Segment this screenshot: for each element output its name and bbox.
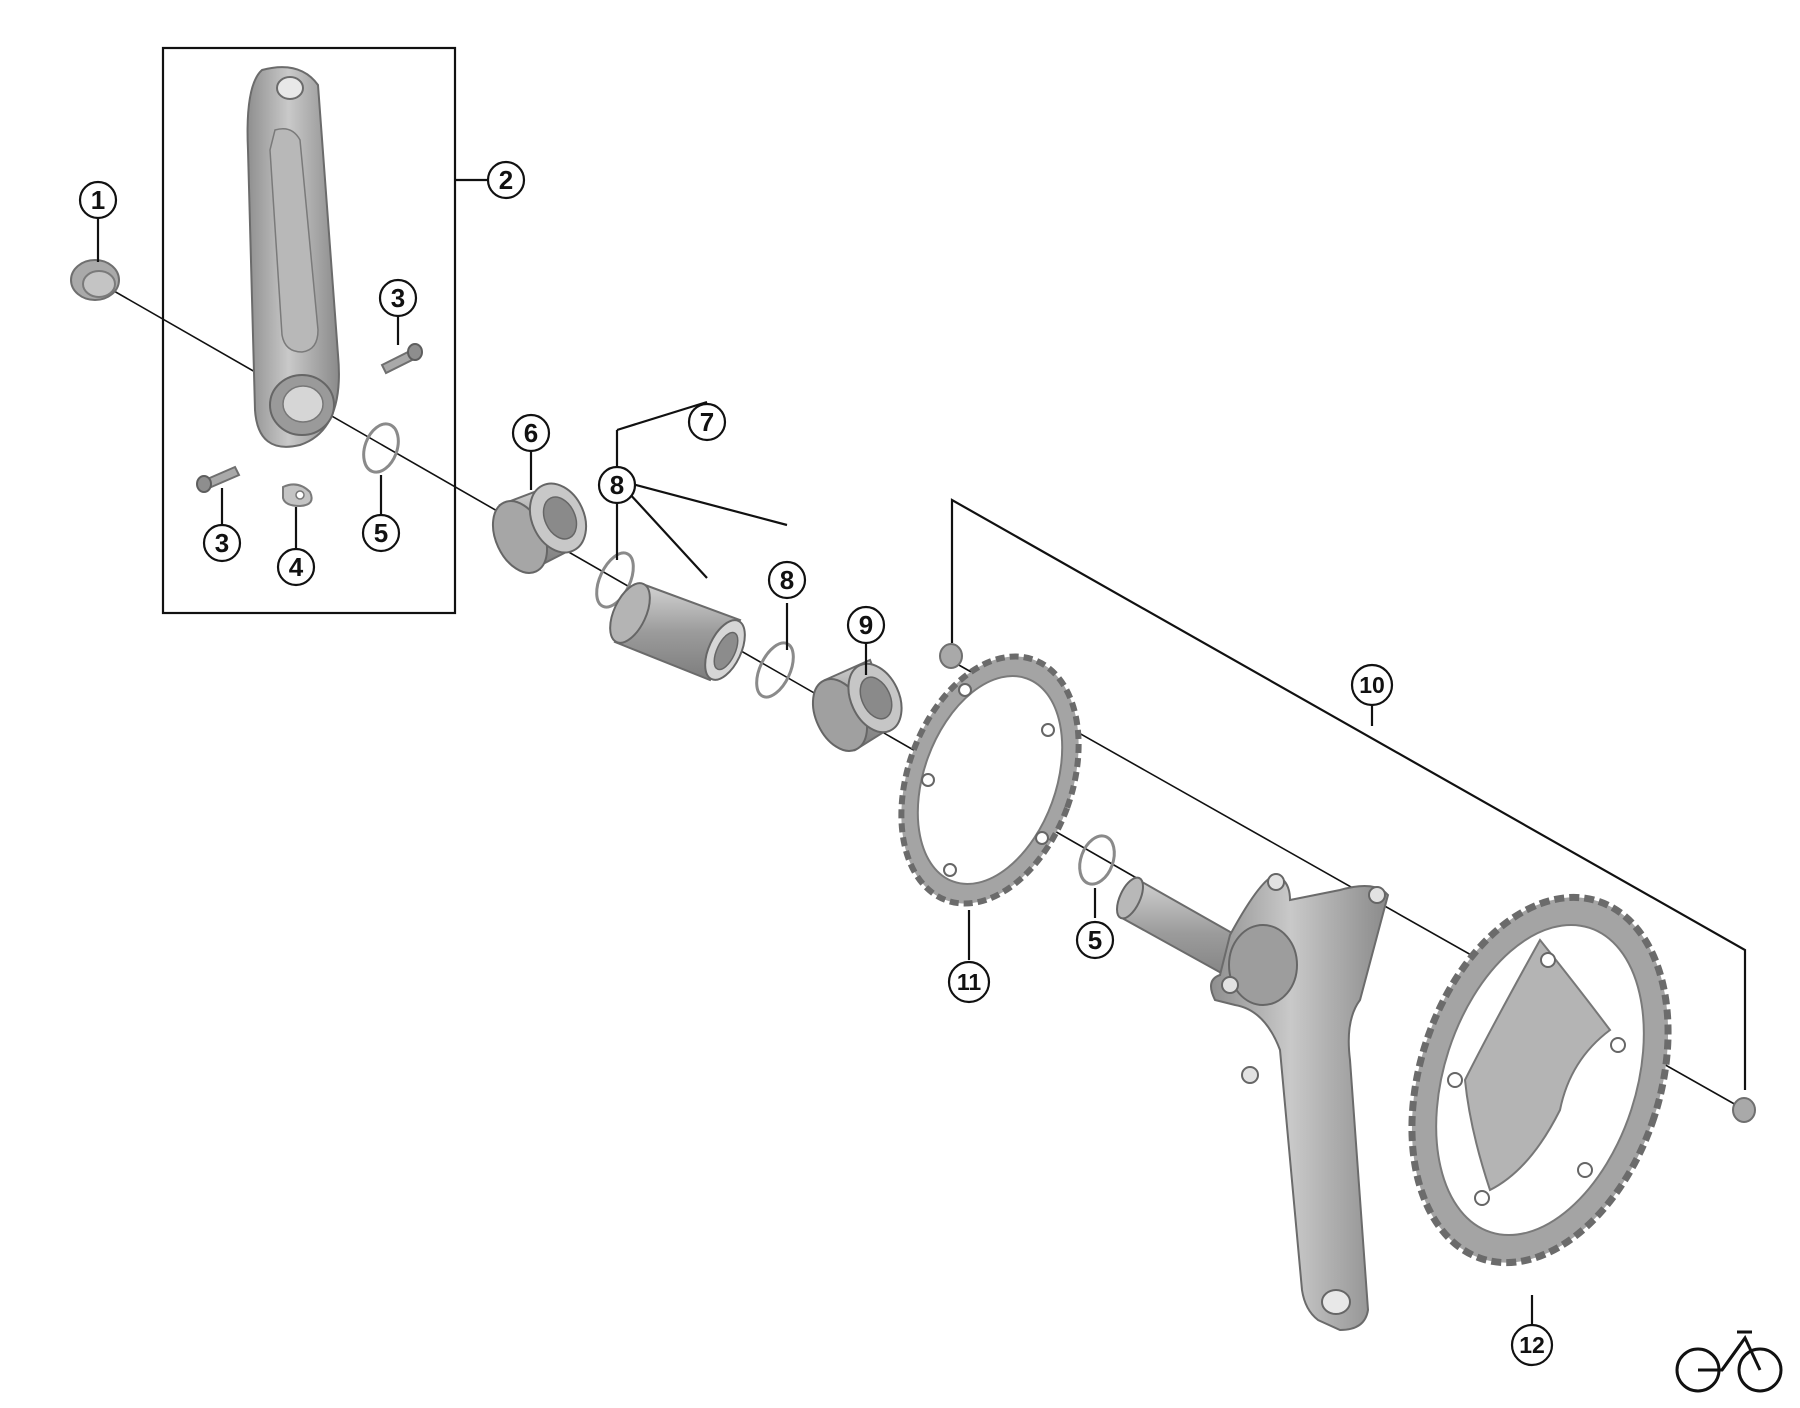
callout-8-right: 8 [767, 560, 807, 600]
callout-3-upper: 3 [378, 278, 418, 318]
large-chainring-part [1408, 893, 1672, 1267]
callout-5-left: 5 [361, 513, 401, 553]
inner-sleeve-part [609, 582, 746, 682]
callout-8-right-label: 8 [780, 565, 794, 595]
callout-12: 12 [1510, 1323, 1554, 1367]
pinch-bolt-lower-part [196, 465, 241, 493]
left-crank-assembly-box [161, 46, 457, 615]
callout-11: 11 [947, 960, 991, 1004]
chainring-bolt-upper-part [939, 643, 963, 669]
callout-5-left-label: 5 [374, 518, 388, 548]
o-ring-right-part [1078, 834, 1116, 886]
callout-7: 7 [687, 402, 727, 442]
callout-1: 1 [78, 180, 118, 220]
callout-10: 10 [1350, 663, 1394, 707]
callout-9: 9 [846, 605, 886, 645]
o-ring-left-part [362, 422, 400, 474]
chainring-bolt-lower-part [1732, 1097, 1756, 1123]
callout-4: 4 [276, 547, 316, 587]
callout-10-label: 10 [1359, 672, 1385, 698]
right-bb-cup-part [811, 658, 903, 752]
callout-2-label: 2 [499, 165, 513, 195]
bicycle-icon [1675, 1330, 1783, 1393]
callout-3-lower-label: 3 [215, 528, 229, 558]
callout-12-label: 12 [1519, 1332, 1545, 1358]
callout-6: 6 [511, 413, 551, 453]
callout-4-label: 4 [289, 552, 304, 582]
small-chainring-part [898, 653, 1082, 907]
crank-cap-part [70, 259, 120, 301]
left-bb-cup-part [491, 482, 588, 574]
callout-8-left-label: 8 [610, 470, 624, 500]
callout-3-lower: 3 [202, 523, 242, 563]
callout-8-left: 8 [597, 465, 637, 505]
callout-3-upper-label: 3 [391, 283, 405, 313]
spacer-ring-left-part [595, 551, 635, 609]
safety-plate-part [282, 483, 313, 508]
pinch-bolt-upper-part [380, 343, 423, 375]
callout-11-label: 11 [957, 969, 982, 995]
callout-5-right: 5 [1075, 920, 1115, 960]
right-crank-arm-part [1116, 873, 1390, 1332]
callout-7-label: 7 [700, 407, 714, 437]
callout-9-label: 9 [859, 610, 873, 640]
callout-1-label: 1 [91, 185, 105, 215]
callout-6-label: 6 [524, 418, 538, 448]
left-crank-arm-part [246, 66, 340, 448]
callout-5-right-label: 5 [1088, 925, 1102, 955]
callout-2: 2 [486, 160, 526, 200]
